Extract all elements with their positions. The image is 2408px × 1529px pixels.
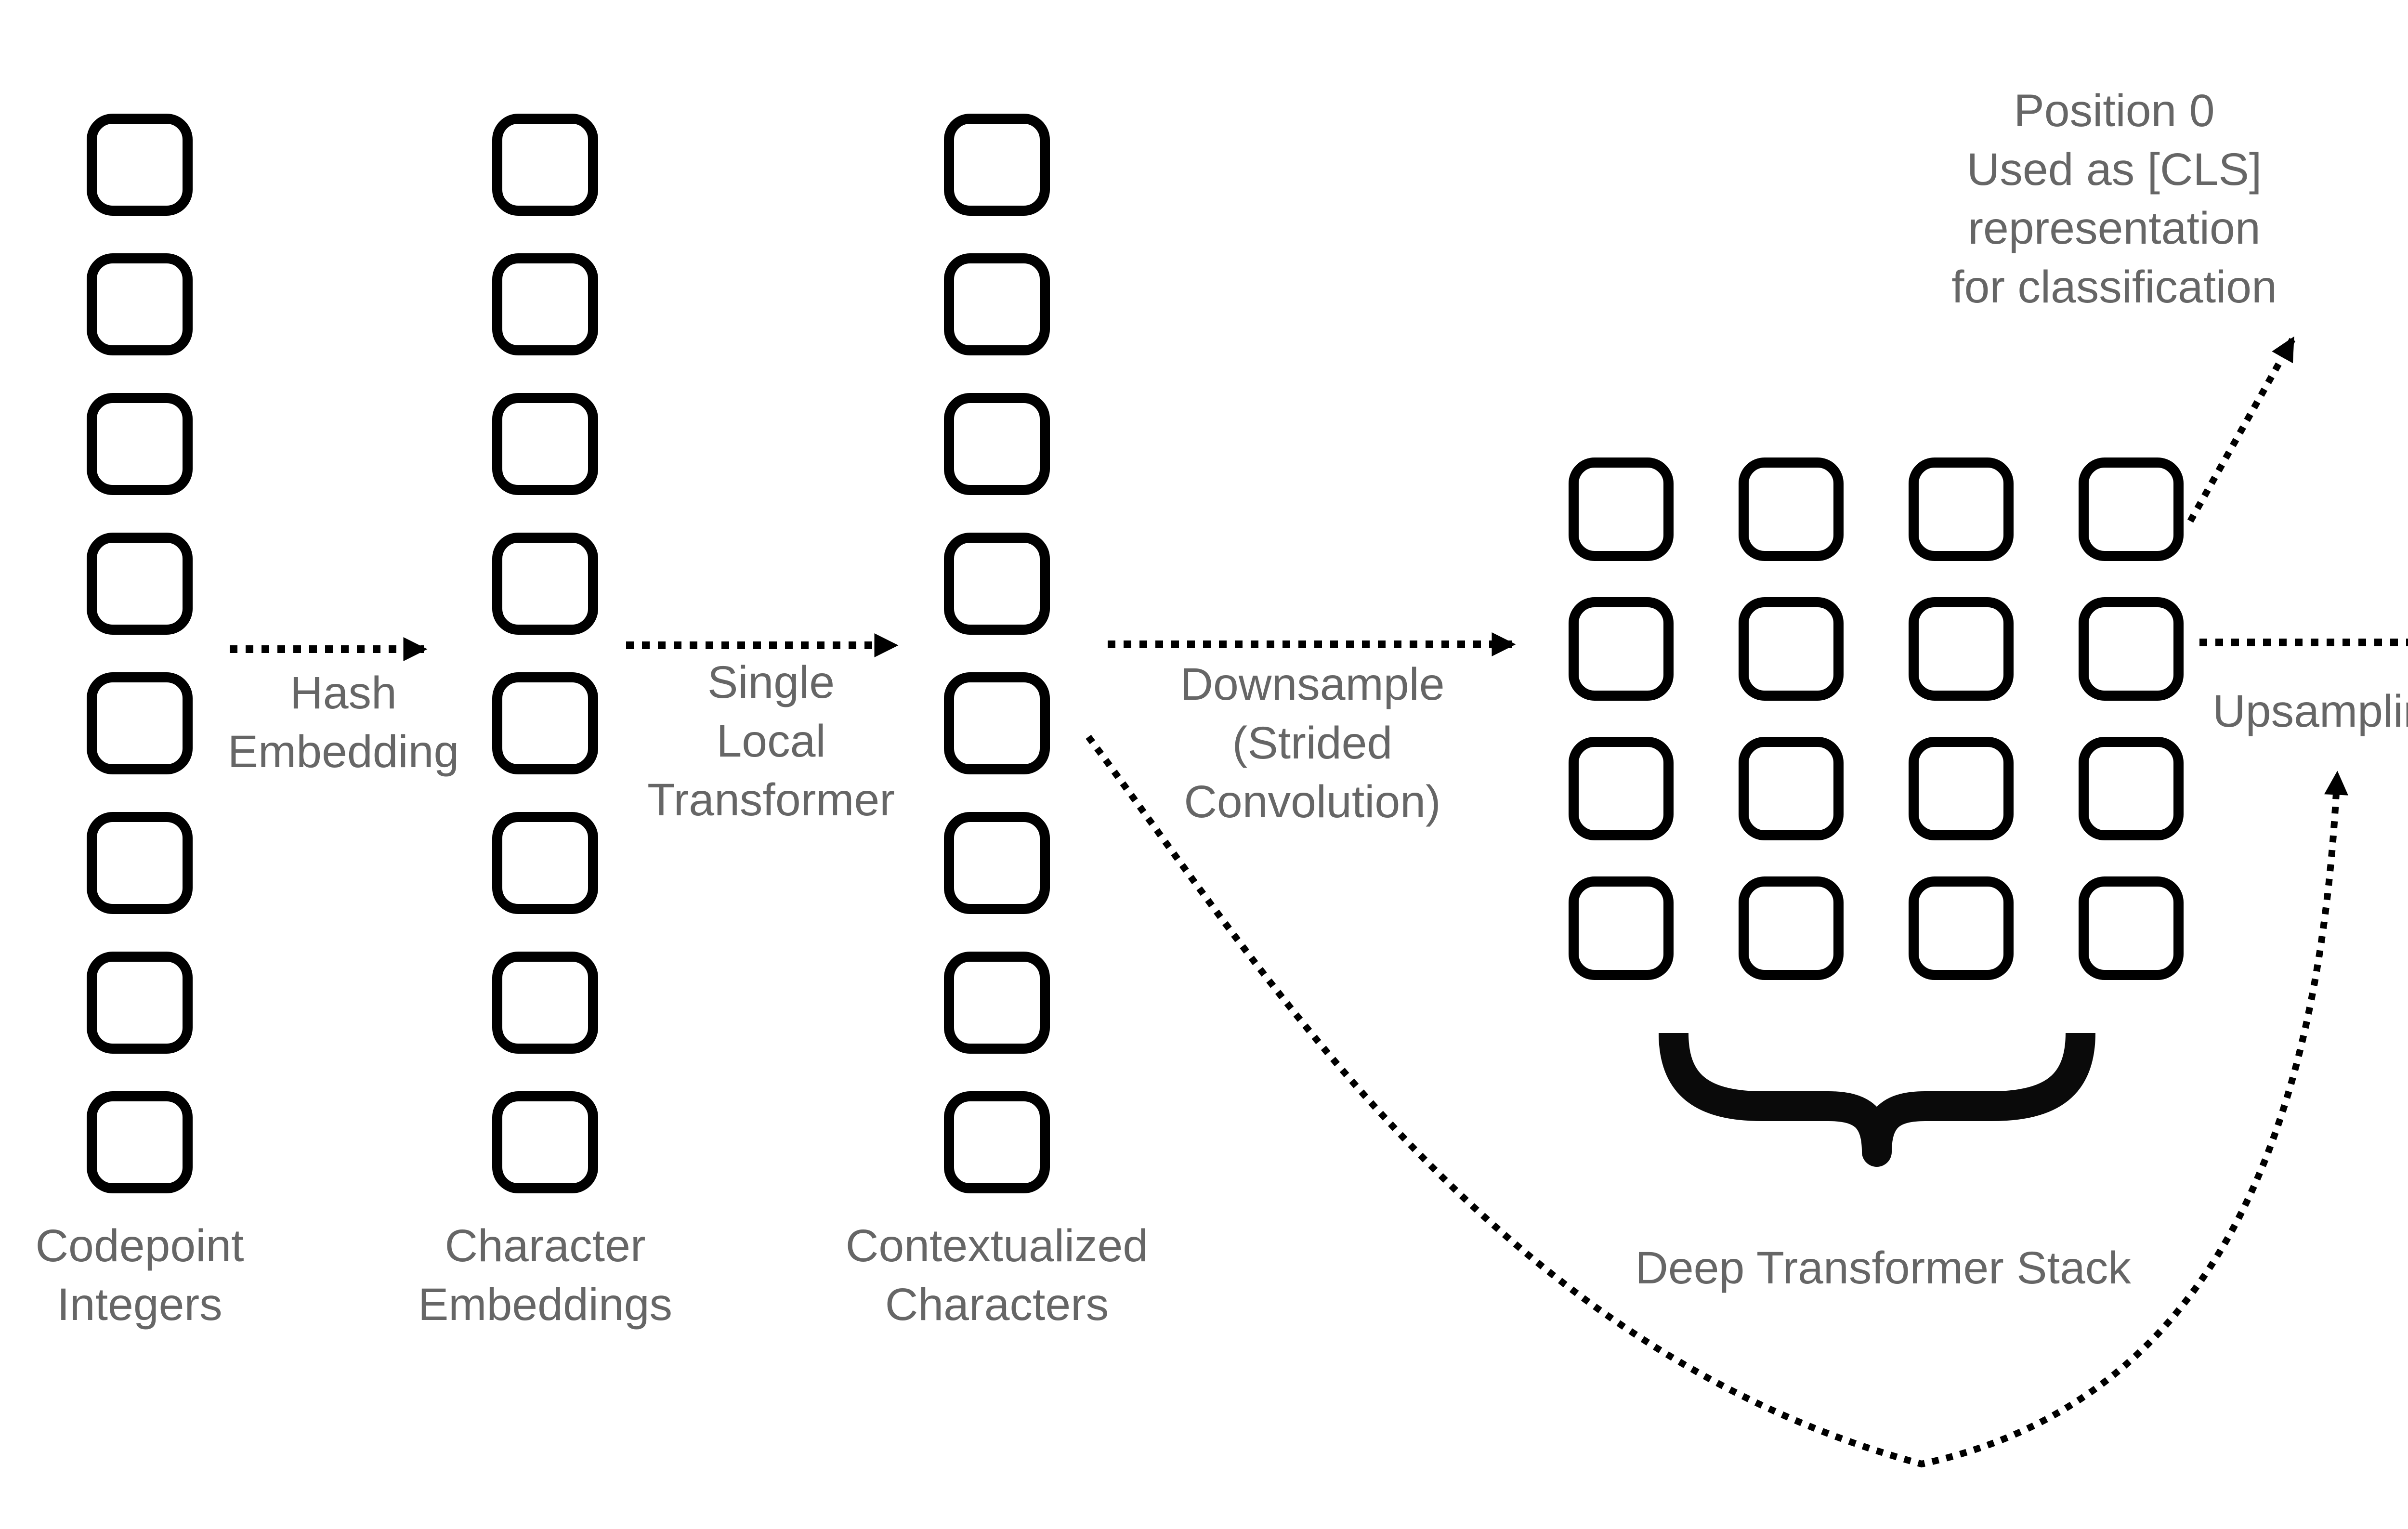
token-box <box>944 533 1050 635</box>
arrow-label-hash-embedding: Hash Embedding <box>227 667 459 777</box>
token-box <box>1739 737 1844 840</box>
underbrace <box>1659 1032 2095 1167</box>
token-box <box>944 1091 1050 1193</box>
token-box <box>944 672 1050 774</box>
token-box <box>492 114 598 216</box>
arrow-cls-position0 <box>2187 336 2296 523</box>
token-box <box>1569 737 1674 840</box>
skip-connection-arrow <box>1086 734 2348 1468</box>
token-box <box>1909 876 2014 980</box>
token-box <box>1569 876 1674 980</box>
token-box <box>1739 597 1844 701</box>
caption-character-embeddings: Character Embeddings <box>418 1220 673 1330</box>
token-box <box>2079 457 2184 561</box>
token-box <box>944 393 1050 495</box>
column-contextualized-characters <box>944 114 1050 1193</box>
caption-contextualized-characters: Contextualized Characters <box>845 1220 1149 1330</box>
token-box <box>1909 737 2014 840</box>
token-box <box>1739 876 1844 980</box>
token-box <box>944 812 1050 914</box>
token-box <box>87 812 193 914</box>
token-box <box>2079 737 2184 840</box>
token-box <box>492 533 598 635</box>
cls-position0-note: Position 0 Used as [CLS] representation … <box>1951 85 2277 313</box>
token-box <box>87 533 193 635</box>
column-codepoint-integers <box>87 114 193 1193</box>
token-box <box>1569 457 1674 561</box>
token-box <box>1909 457 2014 561</box>
token-box <box>1909 597 2014 701</box>
token-box <box>2079 597 2184 701</box>
token-box <box>2079 876 2184 980</box>
column-character-embeddings <box>492 114 598 1193</box>
token-box <box>944 253 1050 355</box>
deep-transformer-grid <box>1569 457 2184 980</box>
token-box <box>492 393 598 495</box>
token-box <box>87 672 193 774</box>
token-box <box>492 1091 598 1193</box>
token-box <box>492 812 598 914</box>
token-box <box>87 114 193 216</box>
token-box <box>87 1091 193 1193</box>
token-box <box>1569 597 1674 701</box>
token-box <box>492 253 598 355</box>
caption-codepoint-integers: Codepoint Integers <box>35 1220 244 1330</box>
token-box <box>944 952 1050 1054</box>
caption-deep-transformer-stack: Deep Transformer Stack <box>1635 1242 2131 1294</box>
token-box <box>87 952 193 1054</box>
token-box <box>87 253 193 355</box>
arrow-label-downsample: Downsample (Strided Convolution) <box>1180 659 1445 827</box>
token-box <box>492 952 598 1054</box>
arrow-label-upsampling: Upsampling <box>2212 686 2408 737</box>
token-box <box>944 114 1050 216</box>
token-box <box>1739 457 1844 561</box>
arrow-label-single-local-transformer: Single Local Transformer <box>647 657 895 825</box>
token-box <box>87 393 193 495</box>
token-box <box>492 672 598 774</box>
